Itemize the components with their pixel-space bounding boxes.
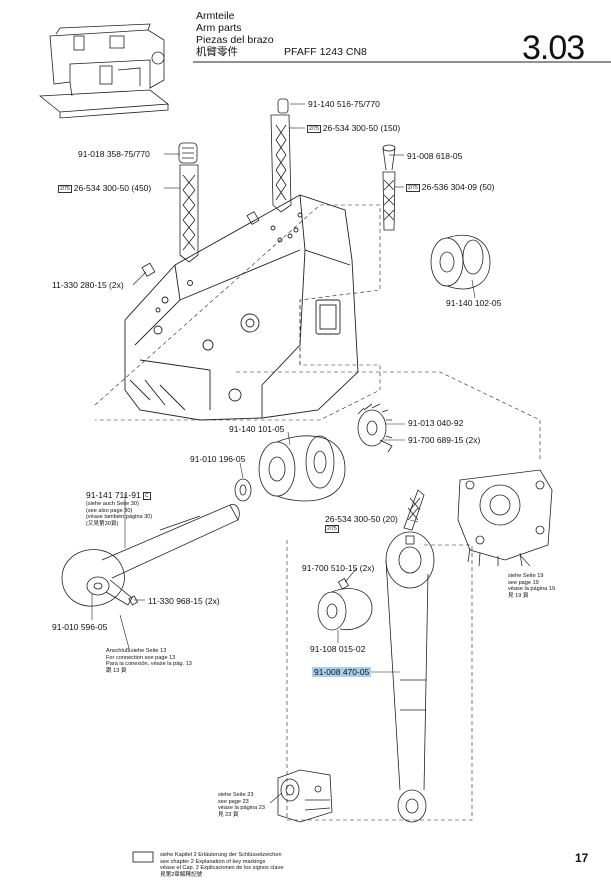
part-label-p10: 91-140 101-05 [229,424,285,434]
page-number: 17 [575,851,589,865]
part-label-p18: 91-108 015-02 [310,644,366,654]
crank [317,577,373,631]
section-number: 3.03 [522,29,585,67]
part-label-p1: 91-140 516-75/770 [308,99,380,109]
washer [234,478,252,502]
part-label-p3: 91-018 358-75/770 [78,149,150,159]
bushing-101 [258,435,346,502]
part-label-p16: 11-330 968-15 (2x) [148,596,220,606]
part-label-p7: 11-330 280-15 (2x) [52,280,124,290]
part-label-p14-box: 2/75 [325,525,339,533]
model-name: PFAFF 1243 CN8 [284,46,367,58]
part-label-p19-highlighted[interactable]: 91-008 470-05 [312,667,372,677]
part-label-p11: 91-700 689-15 (2x) [408,435,481,445]
part-label-p9: 91-013 040-92 [408,418,464,428]
bushing-102 [430,234,491,290]
arm-shaft [61,503,240,607]
leader-lines [91,103,531,804]
wicks [141,98,396,277]
bracket-p19 [457,469,553,567]
note-see-page-30: (siehe auch Seite 30)(see also page 30)(… [86,501,153,527]
part-label-p15: 91-700 510-15 (2x) [302,563,375,573]
title-en: Arm parts [196,22,242,34]
part-label-p12: 91-010 196-05 [190,454,246,464]
title-de: Armteile [196,10,235,22]
title-zh: 机臂零件 [196,46,238,58]
arm-casting [124,194,359,421]
legend-box [132,851,154,863]
ghost-outlines [94,204,541,821]
sewing-machine-thumbnail [38,23,170,119]
part-label-p8: 91-140 102-05 [446,298,502,308]
part-label-p13: 91-141 711-91 C [86,490,151,500]
bracket-p23 [277,769,333,823]
bevel-gear [357,403,393,453]
connecting-rod [385,489,435,823]
footer-legend: siehe Kapitel 2 Erläuterung der Schlüsse… [160,852,284,878]
title-es: Piezas del brazo [196,34,274,46]
part-label-p14: 26-534 300-50 (20) [325,514,398,524]
part-label-p4: 91-008 618-05 [407,151,463,161]
part-label-p17: 91-010 596-05 [52,622,108,632]
